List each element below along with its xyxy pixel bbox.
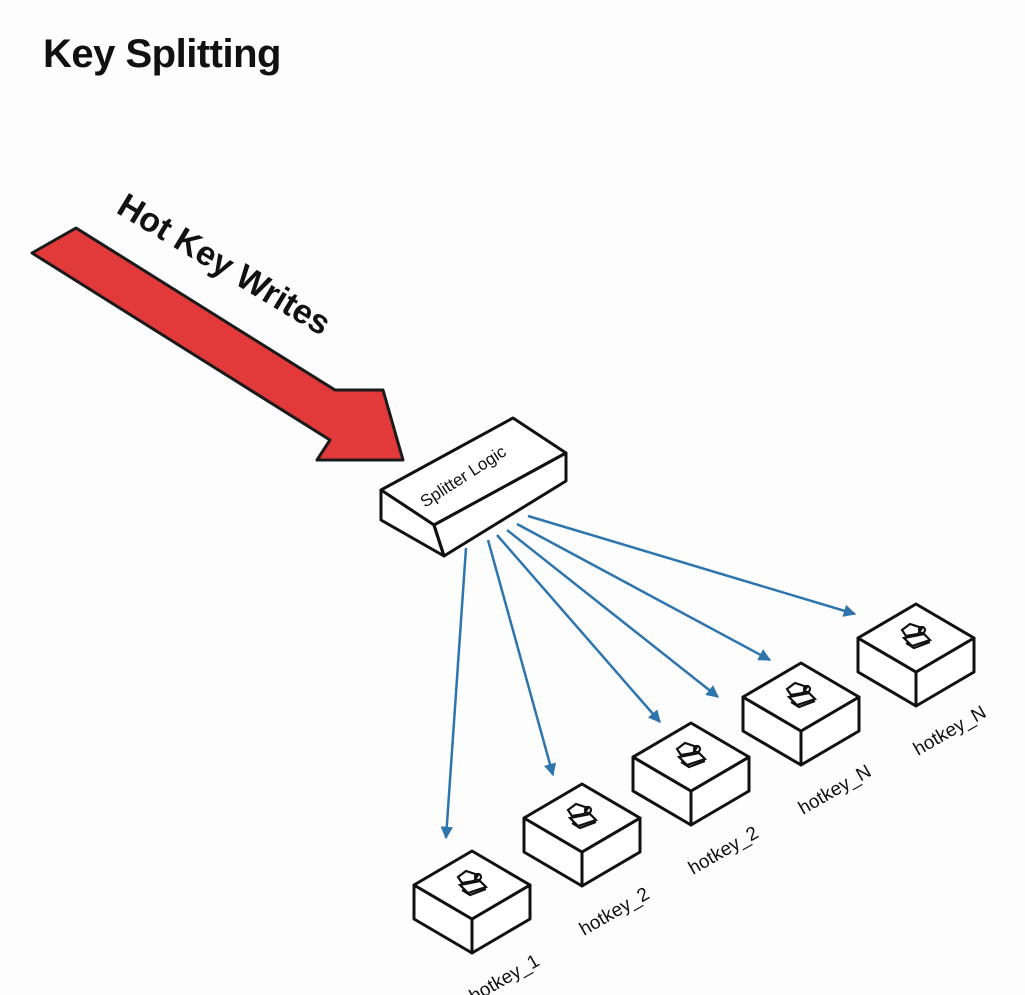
hotkey-node-2[interactable]: hotkey_2 [522,782,653,941]
database-icon [456,869,489,897]
hotkey-node-label: hotkey_N [910,702,990,760]
hotkey-node-1[interactable]: hotkey_1 [412,849,543,995]
hotkey-nodes: hotkey_1 hotkey_2 hotkey_2 hotkey_N hotkey_N [412,602,990,995]
splitter-logic-block[interactable]: Splitter Logic [379,416,568,558]
connector-arrow-2 [486,539,557,777]
hotkey-node-4[interactable]: hotkey_N [741,661,875,819]
database-icon [785,681,818,709]
database-icon [675,741,708,769]
hotkey-node-label: hotkey_1 [466,951,543,995]
connector-arrow-4 [506,529,719,698]
hotkey-node-label: hotkey_2 [685,823,762,880]
connector-arrows [440,514,857,840]
connector-arrow-6 [527,514,857,617]
database-icon [566,802,599,830]
connector-arrow-1 [440,547,468,840]
connector-arrow-5 [516,522,772,662]
hotkey-node-3[interactable]: hotkey_2 [631,721,762,880]
hot-key-writes-arrow [30,226,405,462]
diagram-title: Key Splitting [43,32,281,76]
hotkey-node-label: hotkey_2 [576,884,653,941]
connector-arrow-3 [496,534,661,723]
hotkey-node-5[interactable]: hotkey_N [856,602,990,760]
hotkey-node-label: hotkey_N [795,761,875,819]
database-icon [900,622,933,650]
